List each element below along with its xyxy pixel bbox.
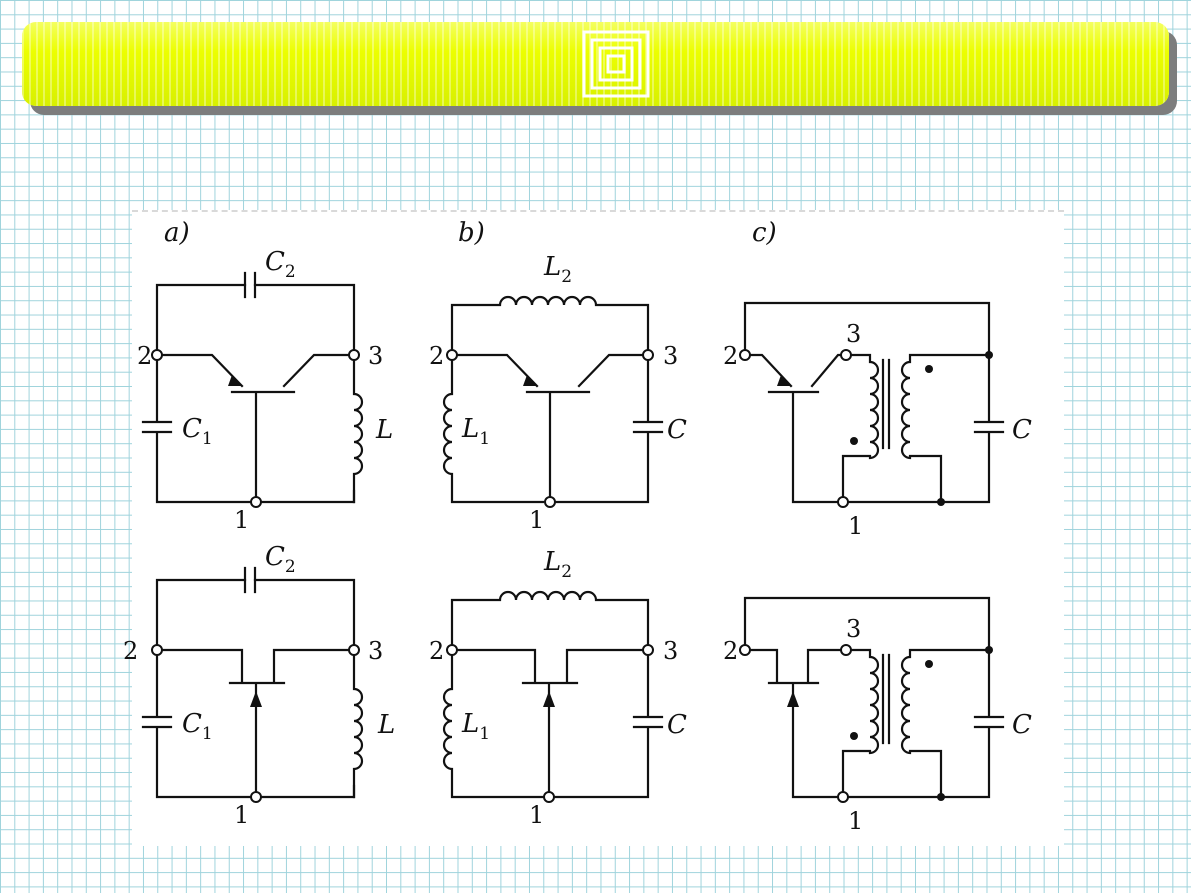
label-c: C	[1012, 710, 1032, 740]
node-3: 3	[846, 320, 861, 348]
node-3: 3	[663, 637, 678, 665]
node-1: 1	[848, 512, 863, 540]
circuit-b-fet: L2 L1 C 2 3 1	[429, 547, 687, 829]
node-1: 1	[848, 807, 863, 835]
label-c2: C2	[265, 247, 296, 282]
label-l: L	[377, 710, 395, 740]
label-c: C	[1012, 415, 1032, 445]
panel-label-c: c)	[752, 218, 777, 248]
label-l2: L2	[543, 252, 572, 287]
node-1: 1	[529, 801, 544, 829]
circuit-a-bipolar: C2 C1 L 2 3 1	[137, 247, 393, 534]
label-l2: L2	[543, 547, 572, 582]
panel-label-b: b)	[458, 218, 485, 248]
node-2: 2	[429, 342, 444, 370]
label-c: C	[667, 710, 687, 740]
node-2: 2	[723, 637, 738, 665]
banner-stripes	[22, 22, 1169, 106]
oscillator-circuits: a) C2 C1 L 2 3 1 C2 C1 L 2 3 1 b)	[123, 218, 1032, 835]
node-2: 2	[429, 637, 444, 665]
label-c1: C1	[182, 414, 213, 449]
node-1: 1	[234, 506, 249, 534]
node-2: 2	[123, 637, 138, 665]
banner-emblem	[582, 30, 650, 98]
circuit-c-fet: C 2 3 1	[723, 596, 1032, 835]
node-3: 3	[368, 342, 383, 370]
label-l1: L1	[461, 414, 490, 449]
node-1: 1	[529, 506, 544, 534]
title-banner	[22, 22, 1169, 106]
circuit-b-bipolar: L2 L1 C 2 3 1	[429, 252, 687, 534]
label-c2: C2	[265, 542, 296, 577]
node-3: 3	[846, 615, 861, 643]
label-c: C	[667, 415, 687, 445]
circuit-c-bipolar: C 2 3 1	[723, 301, 1032, 540]
label-c1: C1	[182, 709, 213, 744]
node-3: 3	[368, 637, 383, 665]
circuit-panel: a) C2 C1 L 2 3 1 C2 C1 L 2 3 1 b)	[123, 210, 1064, 846]
node-1: 1	[234, 801, 249, 829]
label-l: L	[375, 415, 393, 445]
circuit-a-fet: C2 C1 L 2 3 1	[123, 542, 395, 829]
label-l1: L1	[461, 709, 490, 744]
node-2: 2	[723, 342, 738, 370]
panel-label-a: a)	[164, 218, 190, 248]
node-2: 2	[137, 342, 152, 370]
node-3: 3	[663, 342, 678, 370]
